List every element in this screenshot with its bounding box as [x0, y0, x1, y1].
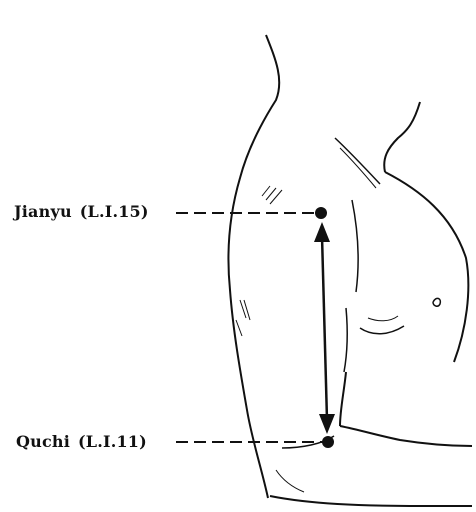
- arrow-head-down: [319, 414, 335, 434]
- nipple-mark: [433, 298, 440, 306]
- arrow-head-up: [314, 222, 330, 242]
- quchi-name: Quchi: [16, 432, 70, 451]
- chest-outline: [385, 172, 468, 362]
- jianyu-label: Jianyu (L.I.15): [14, 202, 149, 221]
- forearm-hatch: [276, 470, 304, 492]
- neck-outline: [384, 102, 420, 172]
- shoulder-arm-outline: [228, 35, 279, 498]
- pectoral-line: [360, 326, 404, 334]
- quchi-point-marker: [322, 436, 334, 448]
- quchi-label: Quchi (L.I.11): [16, 432, 147, 451]
- armpit-line: [344, 308, 347, 372]
- pectoral-line-2: [368, 316, 398, 321]
- jianyu-name: Jianyu: [14, 202, 72, 221]
- jianyu-code: (L.I.15): [80, 202, 149, 221]
- clavicle-line: [335, 138, 380, 184]
- front-arm-line: [340, 372, 346, 426]
- jianyu-point-marker: [315, 207, 327, 219]
- quchi-code: (L.I.11): [78, 432, 147, 451]
- clavicle-line-2: [340, 148, 376, 188]
- measurement-arrow-shaft: [322, 236, 327, 420]
- deltoid-line: [352, 200, 358, 292]
- forearm-bottom: [270, 496, 472, 506]
- forearm-outline: [340, 426, 472, 446]
- shoulder-hatching: [236, 186, 282, 336]
